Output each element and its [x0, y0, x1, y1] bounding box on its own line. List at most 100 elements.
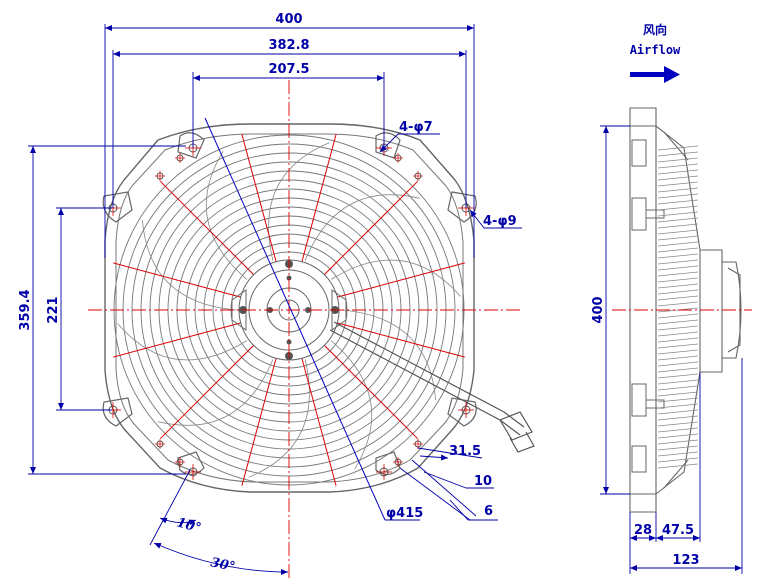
guard-spoke [159, 345, 254, 440]
fan-blade [340, 309, 436, 400]
hatch-line [657, 409, 699, 415]
fan-blade [268, 142, 330, 261]
fan-blade [330, 259, 461, 297]
hatch-line [657, 445, 699, 451]
hatch-line [657, 313, 699, 319]
shroud-inner-outline [115, 133, 464, 483]
hatch-line [657, 259, 699, 265]
angle-30: 30° [209, 555, 236, 575]
hatch-line [657, 295, 699, 301]
guard-spoke [301, 358, 337, 486]
dim-10: 10 [474, 474, 492, 489]
hatch-line [657, 463, 699, 469]
hatch-line [657, 439, 699, 445]
hatch-line [657, 331, 699, 337]
hatch-line [657, 229, 699, 235]
fan-blades [117, 142, 461, 478]
power-cable [329, 321, 535, 453]
hatch-line [657, 457, 699, 463]
guard-spoke [337, 262, 465, 298]
guard-spokes [113, 134, 465, 486]
fan-blade [117, 323, 248, 361]
centerlines [88, 80, 520, 580]
hatch-line [657, 451, 699, 457]
side-motor [700, 249, 723, 373]
dim-6: 6 [484, 504, 493, 519]
angle-10: 10° [175, 515, 203, 536]
hatch-line [657, 271, 699, 277]
guard-spoke [324, 180, 419, 275]
hatch-line [657, 151, 699, 157]
hatch-line [657, 223, 699, 229]
hatch-line [657, 343, 699, 349]
side-dimensions [600, 125, 743, 574]
hatch-line [657, 199, 699, 205]
guard-spoke [113, 322, 241, 358]
hatch-line [657, 163, 699, 169]
dim-31-5: 31.5 [449, 444, 481, 459]
side-shroud-hatching [657, 145, 699, 469]
hatch-line [657, 265, 699, 271]
hatch-line [657, 403, 699, 409]
fan-blade [142, 220, 238, 311]
hatch-line [657, 427, 699, 433]
hatch-line [657, 421, 699, 427]
hatch-line [657, 301, 699, 307]
hatch-line [657, 379, 699, 385]
side-view: 400 28 47.5 123 [591, 107, 752, 574]
dim-4-phi9: 4-φ9 [483, 214, 517, 229]
side-clips [631, 139, 665, 473]
hatch-line [657, 355, 699, 361]
hatch-line [657, 193, 699, 199]
hatch-line [657, 169, 699, 175]
hatch-line [657, 253, 699, 259]
hatch-line [657, 397, 699, 403]
side-shroud [655, 125, 701, 495]
dim-47-5: 47.5 [662, 523, 694, 538]
dim-side-400: 400 [591, 296, 606, 323]
dim-123: 123 [672, 553, 699, 568]
hatch-line [657, 241, 699, 247]
hatch-line [657, 277, 699, 283]
diameter-line [204, 117, 386, 521]
dim-221: 221 [46, 296, 61, 323]
dim-phi415: φ415 [386, 506, 423, 521]
airflow-legend: 风向 Airflow [630, 22, 681, 83]
dim-400: 400 [275, 12, 302, 27]
hatch-line [657, 181, 699, 187]
guard-spoke [113, 262, 241, 298]
dim-382-8: 382.8 [268, 38, 309, 53]
guard-spoke [159, 180, 254, 275]
hatch-line [657, 187, 699, 193]
hatch-line [657, 415, 699, 421]
fan-blade [330, 340, 373, 470]
hatch-line [657, 319, 699, 325]
hatch-line [657, 361, 699, 367]
dim-359-4: 359.4 [18, 289, 33, 330]
hatch-line [657, 289, 699, 295]
hatch-line [657, 283, 699, 289]
hatch-line [657, 235, 699, 241]
fan-blade [205, 150, 248, 280]
hatch-line [657, 217, 699, 223]
dim-207-5: 207.5 [268, 62, 309, 77]
hatch-line [657, 205, 699, 211]
airflow-label-en: Airflow [630, 43, 681, 57]
hatch-line [657, 325, 699, 331]
hatch-line [657, 367, 699, 373]
fan-blade [248, 359, 310, 478]
fan-blade [158, 359, 274, 426]
hatch-line [657, 373, 699, 379]
hatch-line [657, 349, 699, 355]
fan-blade [304, 194, 420, 261]
shroud-outline [104, 123, 475, 493]
airflow-arrow-icon [630, 66, 680, 83]
guard-spoke [241, 134, 277, 262]
hatch-line [657, 175, 699, 181]
guard-spoke [301, 134, 337, 262]
dim-28: 28 [634, 523, 652, 538]
hatch-line [657, 433, 699, 439]
front-view: 400 382.8 207.5 359.4 221 4-φ7 4-φ9 φ415… [18, 12, 535, 580]
hatch-line [657, 247, 699, 253]
